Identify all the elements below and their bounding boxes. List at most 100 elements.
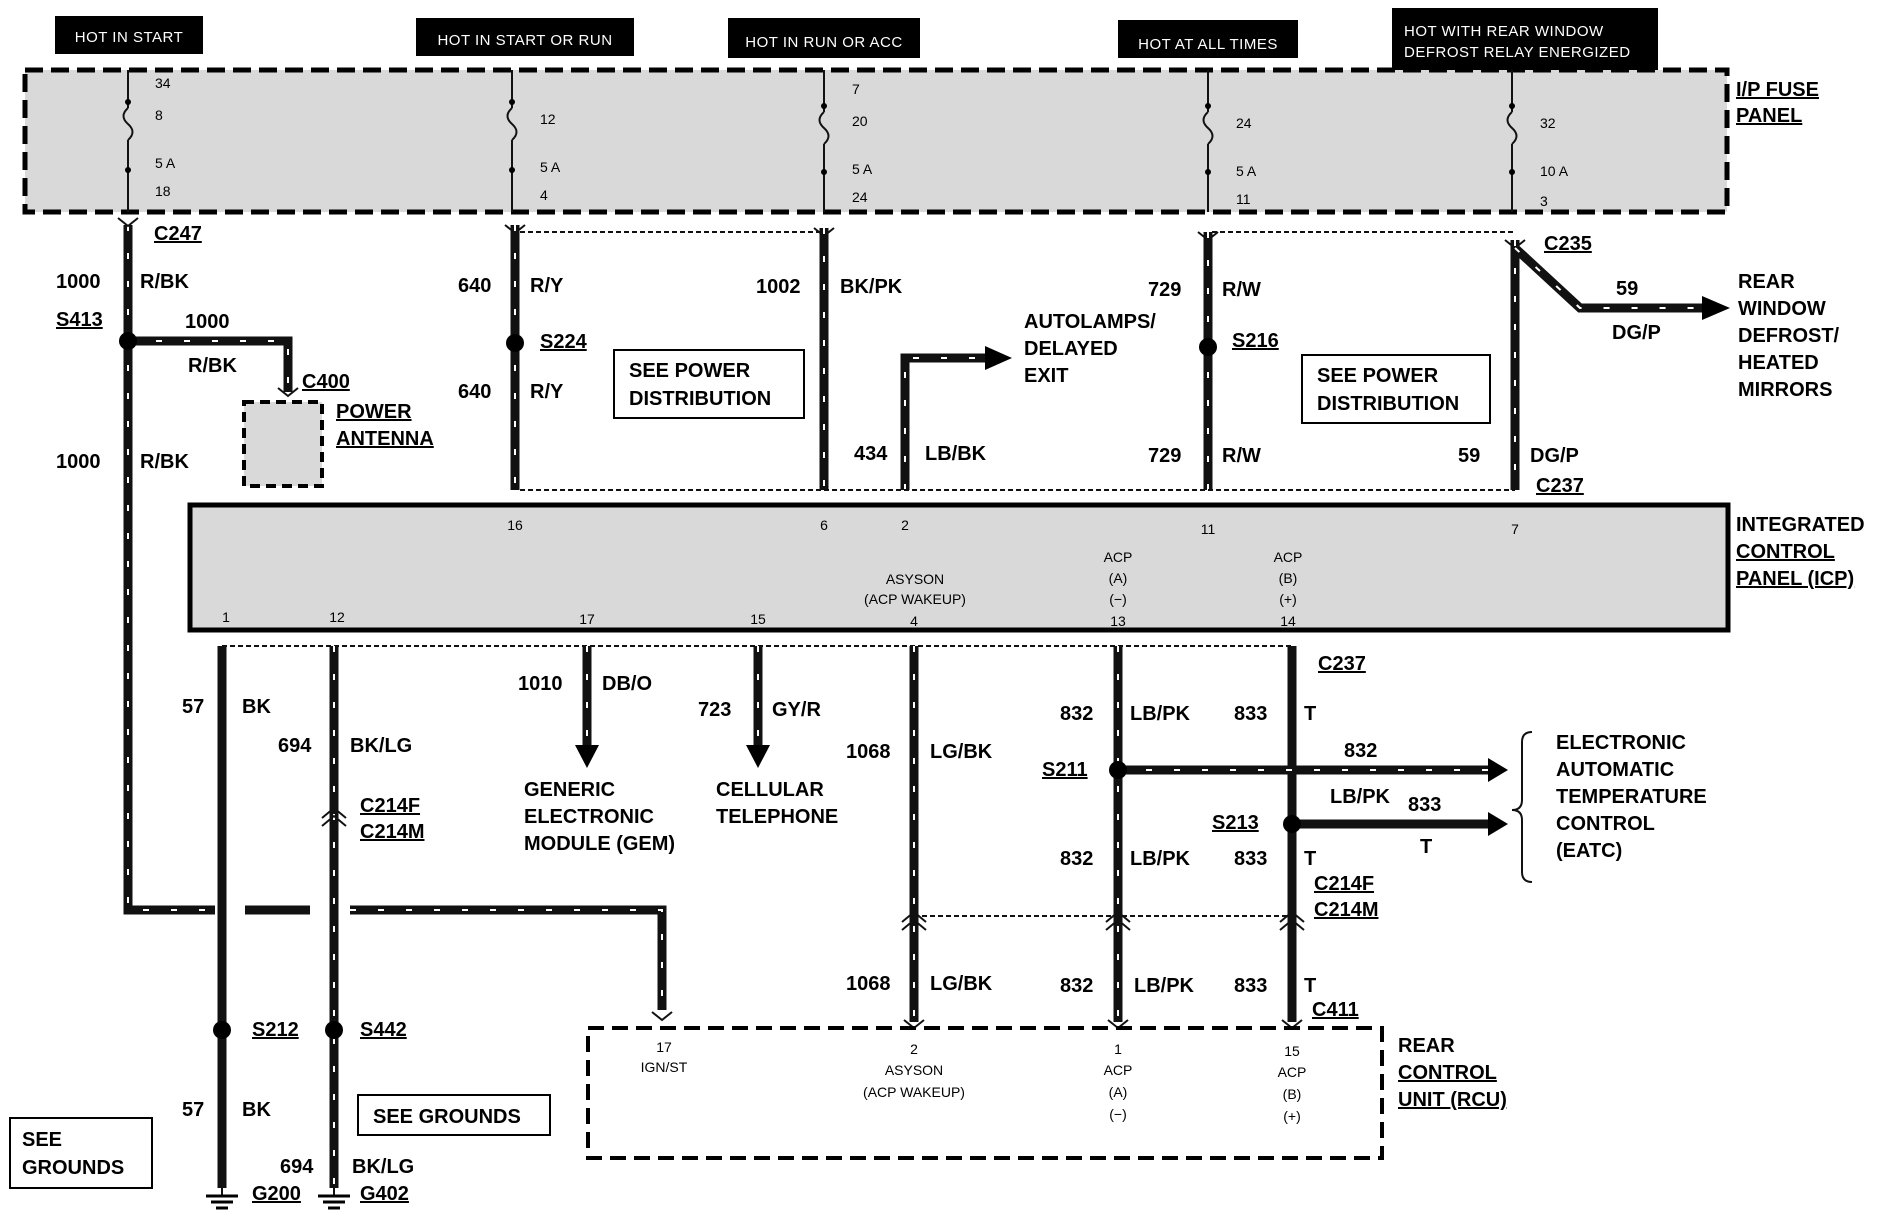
autolamps-label-line1: AUTOLAMPS/ <box>1024 311 1156 333</box>
circuit-833-bottom: 833 <box>1234 975 1267 997</box>
see-power-2-line1: SEE POWER <box>1317 365 1439 387</box>
cellular-label-line1: CELLULAR <box>716 779 824 801</box>
rcu-acp-b-plus: (+) <box>1283 1108 1301 1124</box>
color-rbk-top: R/BK <box>140 271 189 293</box>
rcu-pin-2: 2 <box>910 1041 918 1057</box>
header-hot-rear-defrost-line2: DEFROST RELAY ENERGIZED <box>1404 44 1631 61</box>
icp-pin-11: 11 <box>1201 521 1216 537</box>
color-lgbk-bottom: LG/BK <box>930 973 993 995</box>
color-lbpk-bottom: LB/PK <box>1134 975 1195 997</box>
rcu-acp-b-label: ACP <box>1278 1064 1307 1080</box>
color-bklg-top: BK/LG <box>350 735 412 757</box>
fuse-5-amperage: 10 A <box>1540 163 1569 179</box>
color-bk-bottom: BK <box>242 1099 271 1121</box>
icp-acp-a-label: ACP <box>1104 549 1133 565</box>
rcu-acp-a-label: ACP <box>1104 1062 1133 1078</box>
fuse-panel-label-line1: I/P FUSE <box>1736 79 1819 101</box>
icp-acp-b: (B) <box>1279 570 1298 586</box>
lower-splices <box>213 761 1301 1039</box>
rear-window-label-line4: HEATED <box>1738 352 1819 374</box>
splice-s224: S224 <box>540 331 588 353</box>
icp-label-line1: INTEGRATED <box>1736 514 1865 536</box>
fuse-5: 32 10 A 3 <box>1506 70 1569 212</box>
header-hot-in-start-or-run: HOT IN START OR RUN <box>437 32 612 49</box>
ground-g402-icon <box>318 1186 350 1210</box>
color-lbbk: LB/BK <box>925 443 987 465</box>
circuit-1068-bottom: 1068 <box>846 973 891 995</box>
header-hot-rear-defrost-line1: HOT WITH REAR WINDOW <box>1404 23 1604 40</box>
upper-labels: C247 1000 R/BK S413 1000 R/BK C400 1000 … <box>56 223 1840 497</box>
rcu-ign-st: IGN/ST <box>641 1059 688 1075</box>
ip-fuse-panel: I/P FUSE PANEL 34 8 5 A 18 12 5 A 4 <box>22 67 1819 215</box>
circuit-832-branch: 832 <box>1344 740 1377 762</box>
circuit-57-top: 57 <box>182 696 204 718</box>
color-bklg-bottom: BK/LG <box>352 1156 414 1178</box>
color-lgbk-top: LG/BK <box>930 741 993 763</box>
rcu-asyson: ASYSON <box>885 1062 943 1078</box>
fuse-4-bottom-pin: 11 <box>1236 191 1251 207</box>
eatc-label-line3: TEMPERATURE <box>1556 786 1707 808</box>
connector-c214m-right: C214M <box>1314 899 1378 921</box>
header-hot-in-start: HOT IN START <box>75 29 184 46</box>
power-antenna-label-line2: ANTENNA <box>336 428 434 450</box>
icp-pin-1: 1 <box>222 609 230 625</box>
autolamps-label-line3: EXIT <box>1024 365 1068 387</box>
power-antenna: POWER ANTENNA <box>242 387 434 488</box>
rear-window-label-line3: DEFROST/ <box>1738 325 1840 347</box>
color-rw-bottom: R/W <box>1222 445 1261 467</box>
splice-s224-dot <box>506 334 524 352</box>
connector-c237-lower: C237 <box>1318 653 1366 675</box>
circuit-59-branch: 59 <box>1616 278 1638 300</box>
icp-acp-b-plus: (+) <box>1279 591 1297 607</box>
fuse-3-number: 20 <box>852 113 868 129</box>
gem-label-line3: MODULE (GEM) <box>524 833 675 855</box>
see-power-2-line2: DISTRIBUTION <box>1317 393 1459 415</box>
circuit-1010: 1010 <box>518 673 563 695</box>
circuit-1000-lower: 1000 <box>56 451 101 473</box>
icp-pin-13: 13 <box>1110 613 1126 629</box>
rcu-pin-17: 17 <box>656 1039 672 1055</box>
circuit-1000-branch: 1000 <box>185 311 230 333</box>
splice-s216-dot <box>1199 338 1217 356</box>
see-grounds-1-text: SEE GROUNDS <box>373 1106 521 1128</box>
fuse-5-bottom-pin: 3 <box>1540 193 1548 209</box>
cellular-label-line2: TELEPHONE <box>716 806 838 828</box>
circuit-729-top: 729 <box>1148 279 1181 301</box>
upper-wires <box>117 217 1730 915</box>
rcu-acp-b: (B) <box>1283 1086 1302 1102</box>
rcu-label-line2: CONTROL <box>1398 1062 1497 1084</box>
color-gyr: GY/R <box>772 699 821 721</box>
icp-label-line2: CONTROL <box>1736 541 1835 563</box>
color-dgp-bottom: DG/P <box>1530 445 1579 467</box>
fuse-1-number: 8 <box>155 107 163 123</box>
color-t-bottom: T <box>1304 975 1316 997</box>
color-t-top: T <box>1304 703 1316 725</box>
rcu-label-line3: UNIT (RCU) <box>1398 1089 1507 1111</box>
icp-acp-a: (A) <box>1109 570 1128 586</box>
eatc-label-line5: (EATC) <box>1556 840 1622 862</box>
splice-s211: S211 <box>1042 759 1088 781</box>
color-dbo: DB/O <box>602 673 652 695</box>
ground-g200: G200 <box>252 1183 301 1205</box>
circuit-833-top: 833 <box>1234 703 1267 725</box>
connector-c400: C400 <box>302 371 350 393</box>
rear-window-label-line5: MIRRORS <box>1738 379 1832 401</box>
rcu-label-line1: REAR <box>1398 1035 1455 1057</box>
splice-s212: S212 <box>252 1019 299 1041</box>
color-t-branch: T <box>1420 836 1432 858</box>
connector-c237-upper: C237 <box>1536 475 1584 497</box>
icp-asyson: ASYSON <box>886 571 944 587</box>
fuse-1-bottom-pin: 18 <box>155 183 171 199</box>
fuse-5-number: 32 <box>1540 115 1556 131</box>
fuse-1-top-pin: 34 <box>155 75 171 91</box>
splice-s413: S413 <box>56 309 103 331</box>
fuse-3: 7 20 5 A 24 <box>818 70 873 212</box>
color-rbk-lower: R/BK <box>140 451 189 473</box>
ground-g402: G402 <box>360 1183 409 1205</box>
splice-s442-dot <box>325 1021 343 1039</box>
power-antenna-label-line1: POWER <box>336 401 412 423</box>
fuse-4: 24 5 A 11 <box>1202 70 1257 212</box>
connector-c411: C411 <box>1312 999 1359 1021</box>
see-grounds-box-2: SEE GROUNDS <box>9 1117 153 1189</box>
fuse-2-bottom-pin: 4 <box>540 187 548 203</box>
